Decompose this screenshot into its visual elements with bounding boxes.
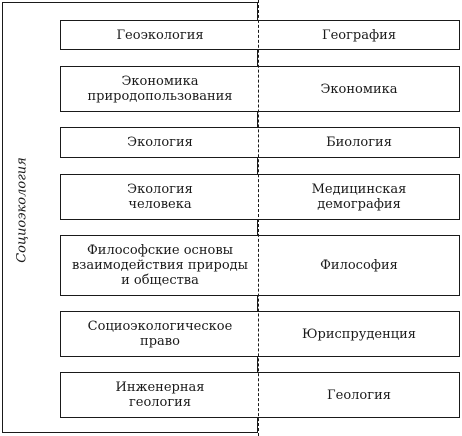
divider-line — [258, 0, 259, 436]
parent-science-cell: Геология — [259, 373, 459, 417]
cell-line: Медицинская — [311, 182, 407, 197]
parent-science-cell: География — [259, 21, 459, 49]
side-label: Социоэкология — [14, 157, 30, 263]
cell-text: Геоэкология — [116, 28, 203, 43]
cell-text: Философия — [320, 258, 398, 273]
cell-line: взаимодействия природы — [71, 258, 249, 273]
cell-line: демография — [317, 197, 401, 212]
cell-text: Экономика — [320, 82, 397, 97]
cell-line: Экология — [127, 135, 193, 150]
parent-science-cell: Юриспруденция — [259, 312, 459, 356]
cell-line: Юриспруденция — [301, 326, 416, 342]
cell-line: Инженерная — [115, 380, 205, 395]
cell-text: Биология — [326, 135, 392, 150]
cell-line: Экология — [127, 182, 193, 197]
cell-line: Философия — [320, 258, 398, 273]
discipline-cell: Геоэкология — [61, 21, 259, 49]
cell-text: Экология — [127, 135, 193, 150]
cell-line: Экономика — [320, 81, 398, 97]
cell-line: Философские основы — [87, 243, 233, 258]
parent-science-cell: Экономика — [259, 67, 459, 111]
cell-text: Юриспруденция — [302, 327, 416, 342]
cell-line: Геология — [327, 387, 391, 403]
diagram-row: Геоэкология География — [60, 20, 460, 50]
cell-line: человека — [128, 197, 192, 212]
cell-line: Геоэкология — [116, 27, 204, 43]
cell-line: География — [321, 27, 397, 43]
cell-line: геология — [128, 395, 192, 410]
cell-line: Биология — [326, 135, 392, 150]
cell-line: право — [140, 334, 180, 349]
cell-line: Социоэкологическое — [87, 319, 233, 334]
cell-line: Экономика — [121, 74, 199, 89]
cell-text: География — [322, 28, 396, 43]
cell-line: природопользования — [87, 89, 233, 104]
discipline-cell: Экология — [61, 128, 259, 157]
parent-science-cell: Биология — [259, 128, 459, 157]
cell-text: Геология — [327, 388, 391, 403]
parent-science-cell: Философия — [259, 236, 459, 295]
cell-line: и общества — [121, 273, 199, 288]
diagram-row: Экология Биология — [60, 127, 460, 158]
